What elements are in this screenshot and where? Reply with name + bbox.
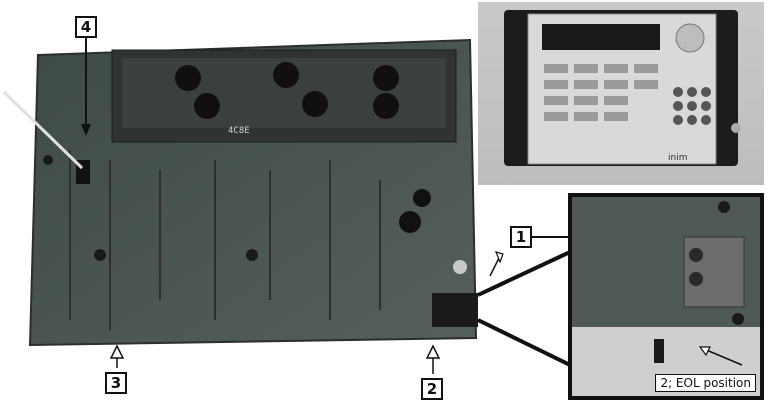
callout-2-arrow (426, 344, 440, 374)
control-panel-illustration: inim (504, 10, 741, 166)
eol-position-label: 2; EOL position (655, 374, 756, 392)
pcb-photo: 4C8E (2, 38, 478, 347)
eol-detail-inset: 2; EOL position (568, 193, 764, 400)
callout-2: 2 (421, 378, 443, 400)
eol-arrow (698, 346, 743, 366)
callout-4-arrow (81, 38, 91, 136)
callout-1: 1 (510, 226, 532, 248)
pcb-illustration: 4C8E (2, 38, 478, 347)
callout-3-arrow (110, 344, 124, 368)
zoom-lines (477, 250, 570, 367)
connector-arrow (489, 251, 504, 277)
callout-3: 3 (105, 372, 127, 394)
control-panel-photo: inim (478, 2, 764, 185)
panel-brand: inim (668, 153, 687, 163)
callout-4: 4 (75, 16, 97, 38)
lcd-text: 4C8E (228, 126, 250, 136)
